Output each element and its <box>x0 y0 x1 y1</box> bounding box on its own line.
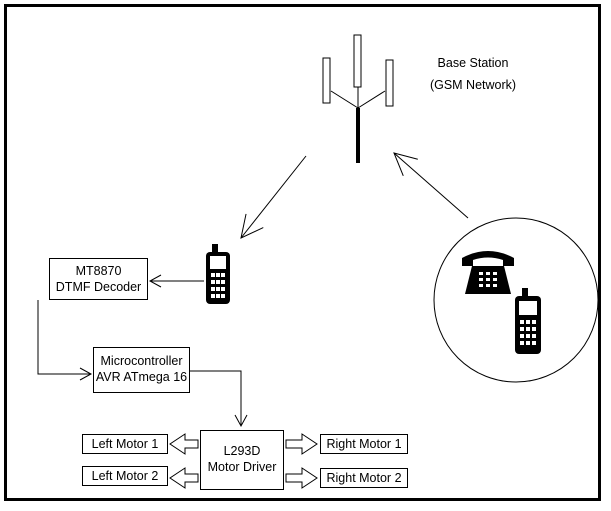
motor-driver-box: L293D Motor Driver <box>200 430 284 490</box>
arrow-left-motor-2 <box>169 467 199 489</box>
block-arrows <box>169 433 318 489</box>
left-motor-1-box: Left Motor 1 <box>82 434 168 454</box>
base-station-label: Base Station (GSM Network) <box>418 55 528 93</box>
driver-line-1: L293D <box>223 444 261 458</box>
driver-line-2: Motor Driver <box>207 460 277 474</box>
base-station-subtitle: (GSM Network) <box>429 78 517 92</box>
microcontroller-box: Microcontroller AVR ATmega 16 <box>93 347 190 393</box>
decoder-line-2: DTMF Decoder <box>55 280 142 294</box>
tower-icon <box>322 34 394 163</box>
dtmf-decoder-box: MT8870 DTMF Decoder <box>49 258 148 300</box>
right-motor-1-label: Right Motor 1 <box>326 437 402 451</box>
left-motor-1-label: Left Motor 1 <box>91 437 159 451</box>
base-station-title: Base Station <box>437 56 509 70</box>
arrow-right-motor-1 <box>285 433 318 455</box>
micro-to-driver-arrow <box>190 370 248 428</box>
receiver-mobile-icon <box>206 244 230 304</box>
landline-phone-icon <box>462 251 514 294</box>
micro-line-2: AVR ATmega 16 <box>95 370 188 384</box>
mobile-phone-icon <box>515 288 541 354</box>
tower-to-mobile-arrow <box>240 155 307 239</box>
micro-line-1: Microcontroller <box>100 354 183 368</box>
right-motor-2-label: Right Motor 2 <box>326 471 402 485</box>
right-motor-1-box: Right Motor 1 <box>320 434 408 454</box>
arrow-right-motor-2 <box>285 467 318 489</box>
left-motor-2-label: Left Motor 2 <box>91 469 159 483</box>
right-motor-2-box: Right Motor 2 <box>320 468 408 488</box>
decoder-line-1: MT8870 <box>75 264 122 278</box>
decoder-to-micro-arrow <box>37 300 93 381</box>
left-motor-2-box: Left Motor 2 <box>82 466 168 486</box>
arrow-left-motor-1 <box>169 433 199 455</box>
user-to-tower-arrow <box>393 152 469 219</box>
